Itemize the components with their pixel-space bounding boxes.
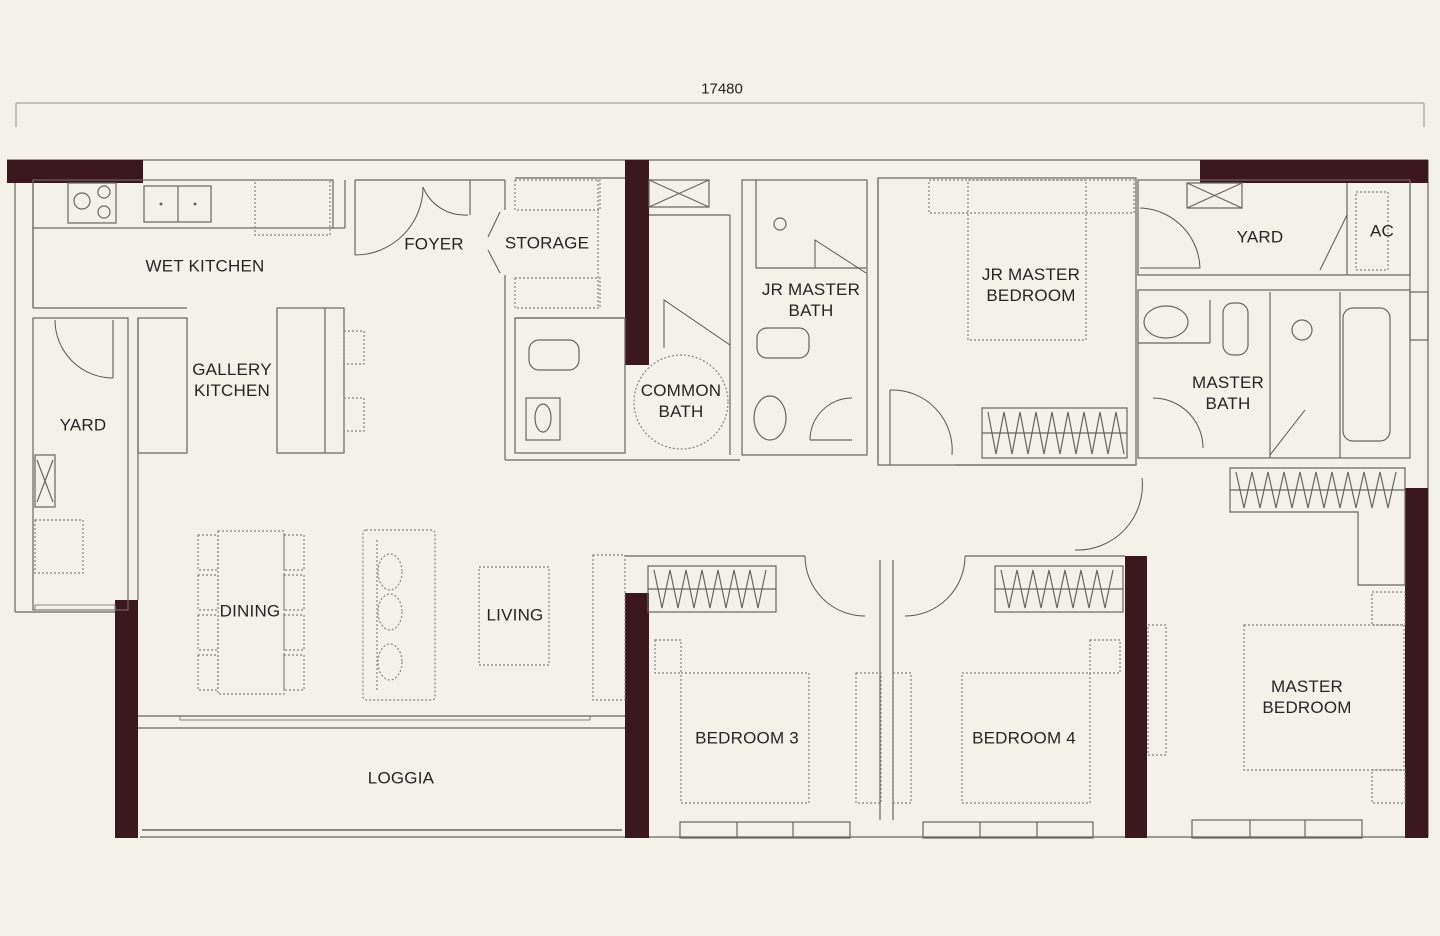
master-bath-line2: BATH [1205, 394, 1251, 413]
dimension-line [15, 102, 1425, 127]
room-label-yard-left: YARD [59, 415, 107, 435]
master-bedroom-fixtures [1147, 591, 1406, 839]
jr-master-bath-line1: JR MASTER [761, 280, 861, 299]
room-label-bedroom-4: BEDROOM 4 [972, 728, 1076, 748]
room-label-gallery-kitchen: GALLERY KITCHEN [192, 359, 272, 401]
room-label-loggia: LOGGIA [367, 768, 435, 788]
common-bath-fixtures [505, 179, 740, 461]
common-bath-line1: COMMON [640, 381, 722, 400]
loggia-sliding-doors [138, 715, 625, 831]
jr-master-bath-line2: BATH [788, 301, 834, 320]
room-label-living: LIVING [486, 605, 544, 625]
master-bedroom-door [1074, 477, 1143, 551]
master-bedroom-line2: BEDROOM [1262, 698, 1352, 717]
storage-fixtures [487, 177, 625, 460]
room-label-master-bath: MASTER BATH [1192, 372, 1264, 414]
bedroom-4-fixtures [892, 555, 1125, 839]
structural-walls [7, 160, 1428, 838]
master-wardrobe [1229, 467, 1406, 586]
dining-table [197, 530, 305, 695]
bedroom-3-fixtures [625, 555, 882, 839]
overall-dimension: 17480 [701, 80, 743, 98]
room-label-bedroom-3: BEDROOM 3 [695, 728, 799, 748]
gallery-kitchen-line2: KITCHEN [193, 381, 271, 400]
jr-master-bedroom-fixtures [877, 177, 1137, 466]
living-furniture [478, 554, 626, 701]
sofa [362, 529, 436, 701]
left-yard-fixtures [32, 317, 139, 611]
room-label-ac: AC [1369, 221, 1395, 241]
wet-kitchen-fixtures [32, 179, 346, 309]
room-label-jr-master-bedroom: JR MASTER BEDROOM [982, 264, 1080, 306]
master-bath-line1: MASTER [1191, 373, 1265, 392]
foyer-doors [354, 179, 506, 256]
gallery-kitchen-islands [137, 307, 365, 454]
master-bath-fixtures [1137, 289, 1429, 459]
right-yard-fixtures [1137, 179, 1411, 276]
room-label-storage: STORAGE [504, 233, 590, 253]
jr-master-bedroom-line1: JR MASTER [981, 265, 1081, 284]
room-label-dining: DINING [219, 601, 281, 621]
gallery-kitchen-line1: GALLERY [192, 360, 272, 379]
common-bath-line2: BATH [658, 402, 704, 421]
master-bedroom-line1: MASTER [1270, 677, 1344, 696]
room-label-jr-master-bath: JR MASTER BATH [762, 279, 860, 321]
room-label-common-bath: COMMON BATH [641, 380, 722, 422]
room-label-wet-kitchen: WET KITCHEN [145, 256, 265, 276]
room-label-master-bedroom: MASTER BEDROOM [1262, 676, 1351, 718]
jr-master-bedroom-line2: BEDROOM [986, 286, 1076, 305]
room-label-yard-right: YARD [1236, 227, 1284, 247]
room-label-foyer: FOYER [404, 234, 464, 254]
